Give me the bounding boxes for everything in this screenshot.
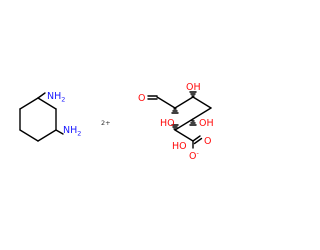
- chain-bond: [174, 96, 194, 109]
- ring-bond: [37, 129, 57, 142]
- cyclohexane-ring: [19, 97, 57, 142]
- ring-bond: [19, 97, 39, 110]
- chain-bond: [174, 118, 194, 131]
- amine-label-2: NH2: [63, 125, 81, 138]
- stereo-bond-c5: [171, 124, 179, 130]
- hydroxyl-label-c5: OH: [199, 118, 214, 129]
- carbonyl-oxygen-label: O: [204, 136, 211, 147]
- carbonyl-double-bond: [193, 137, 203, 145]
- carboxylate-oxygen-label: O-: [189, 149, 199, 162]
- ring-bond: [19, 129, 39, 142]
- c-n-bond: [55, 129, 64, 135]
- carbonyl-double-bond: [192, 135, 201, 142]
- stereo-bond-c4: [189, 120, 197, 126]
- platinum-label: 2+: [101, 119, 111, 127]
- hydroxyl-label-c3: OH: [186, 82, 201, 93]
- hydroxyl-label-c4: HO: [172, 141, 187, 152]
- chain-bond: [192, 96, 212, 109]
- c-n-bond: [37, 92, 46, 99]
- aldehyde-oxygen-label: O: [138, 93, 145, 104]
- chain-bond: [174, 129, 194, 142]
- chain-bond: [156, 96, 176, 109]
- stereo-bond-c3: [189, 91, 197, 97]
- sugar-backbone: [156, 96, 212, 142]
- chain-bond: [192, 107, 212, 120]
- chemical-structure: NH2 NH2 2+ O H: [19, 82, 214, 162]
- ring-bond: [37, 97, 57, 110]
- amine-label-1: NH2: [47, 91, 65, 104]
- stereo-bond-c2: [171, 108, 179, 114]
- hydroxyl-label-c2: HO: [160, 118, 175, 129]
